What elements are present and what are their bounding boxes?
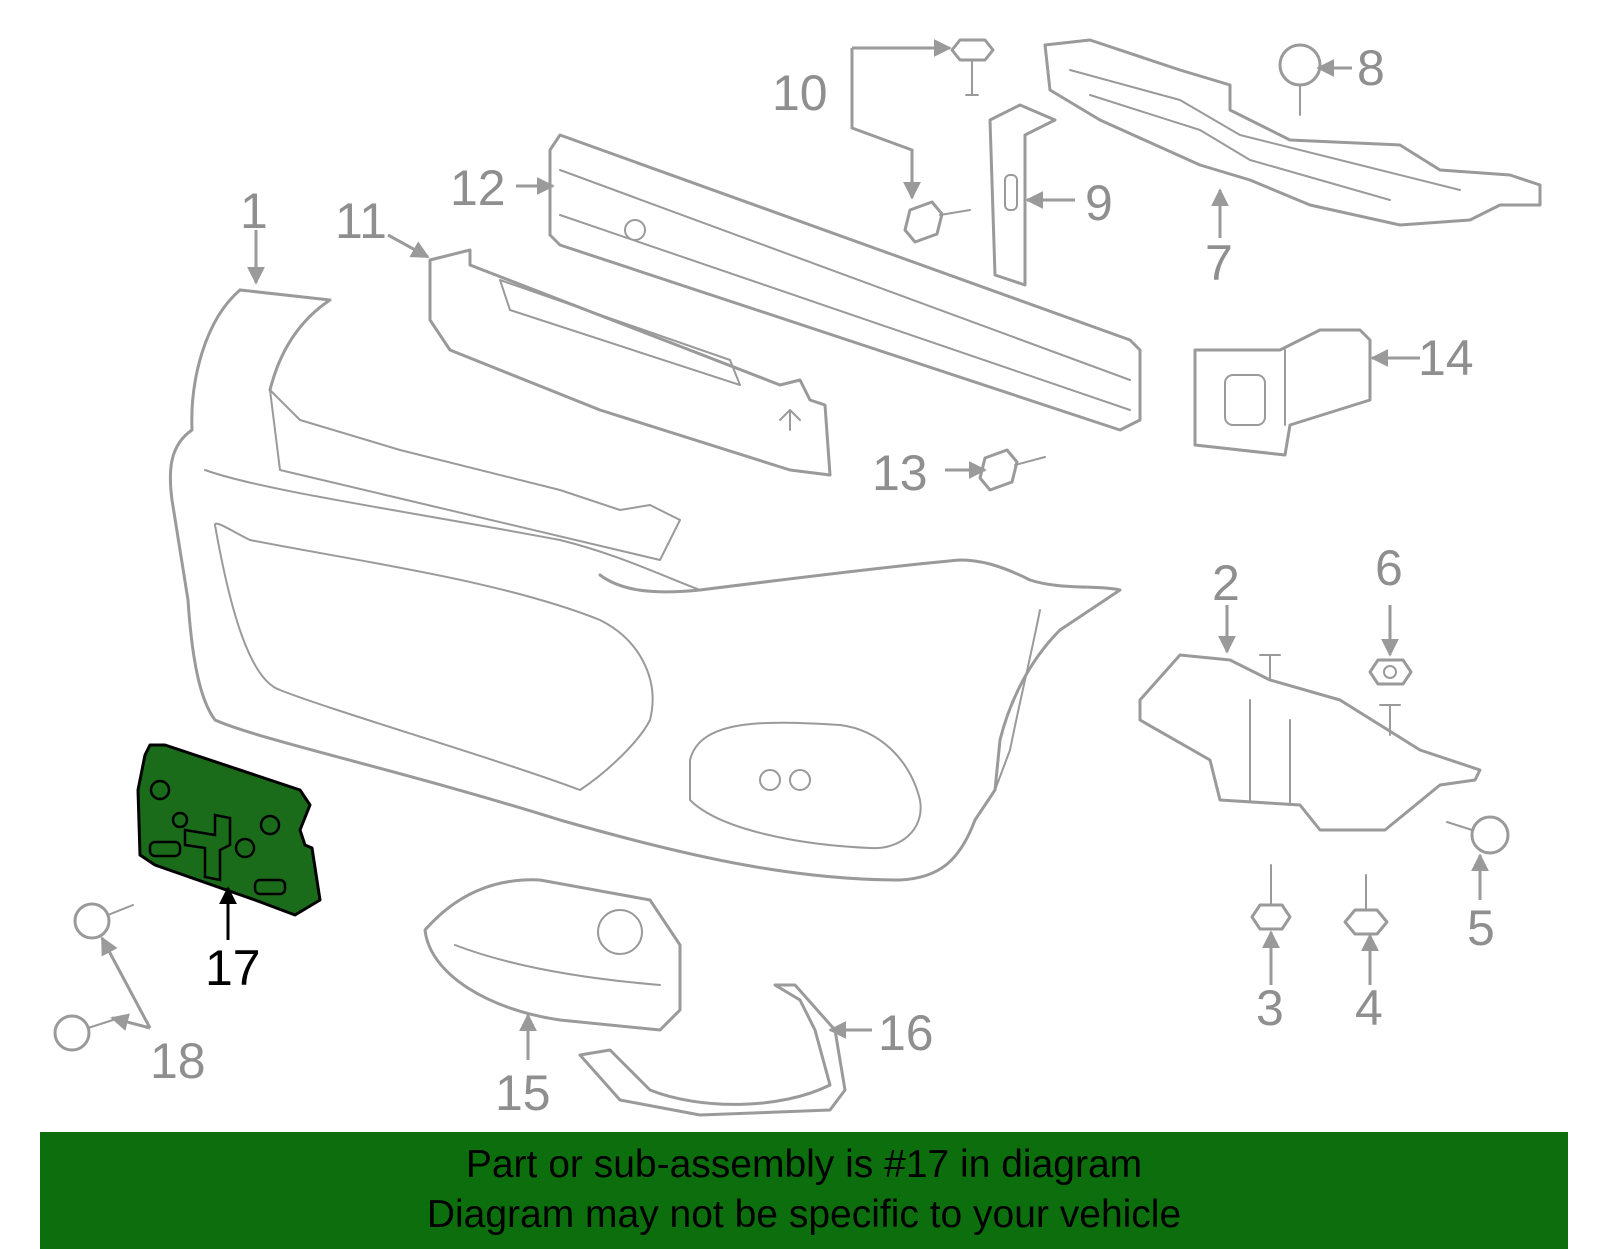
label-17: 17 [205, 940, 261, 996]
part-17-license-bracket [136, 743, 322, 917]
label-5: 5 [1467, 900, 1495, 956]
label-11: 11 [335, 193, 387, 249]
label-14: 14 [1418, 330, 1474, 386]
label-2: 2 [1212, 555, 1240, 611]
label-1: 1 [240, 183, 268, 239]
label-16: 16 [878, 1005, 934, 1061]
fasteners [53, 38, 1510, 1052]
callout-labels: 1 2 3 4 5 6 7 8 9 10 11 12 13 14 15 16 1… [150, 40, 1495, 1121]
label-9: 9 [1085, 175, 1113, 231]
info-banner: Part or sub-assembly is #17 in diagram D… [40, 1132, 1568, 1249]
label-4: 4 [1355, 980, 1383, 1036]
part-2-bracket [1138, 653, 1482, 832]
label-13: 13 [872, 445, 928, 501]
label-12: 12 [450, 160, 506, 216]
label-6: 6 [1375, 540, 1403, 596]
label-18: 18 [150, 1033, 206, 1089]
part-15-fog-bezel [423, 878, 682, 1032]
part-12-reinforcement-bar [548, 133, 1142, 432]
label-7: 7 [1205, 235, 1233, 291]
label-8: 8 [1357, 40, 1385, 96]
banner-line-2: Diagram may not be specific to your vehi… [426, 1193, 1182, 1236]
label-3: 3 [1256, 980, 1284, 1036]
part-1-bumper-fascia [168, 288, 1122, 882]
part-14-bracket [1193, 328, 1372, 457]
leader-lines [100, 39, 1489, 1060]
part-9-bracket [988, 103, 1057, 287]
part-16-molding [578, 983, 847, 1117]
label-15: 15 [495, 1065, 551, 1121]
banner-line-1: Part or sub-assembly is #17 in diagram [465, 1143, 1143, 1186]
label-10: 10 [772, 65, 828, 121]
part-7-tie-bar-cover [1043, 38, 1542, 227]
part-11-absorber [428, 248, 832, 477]
